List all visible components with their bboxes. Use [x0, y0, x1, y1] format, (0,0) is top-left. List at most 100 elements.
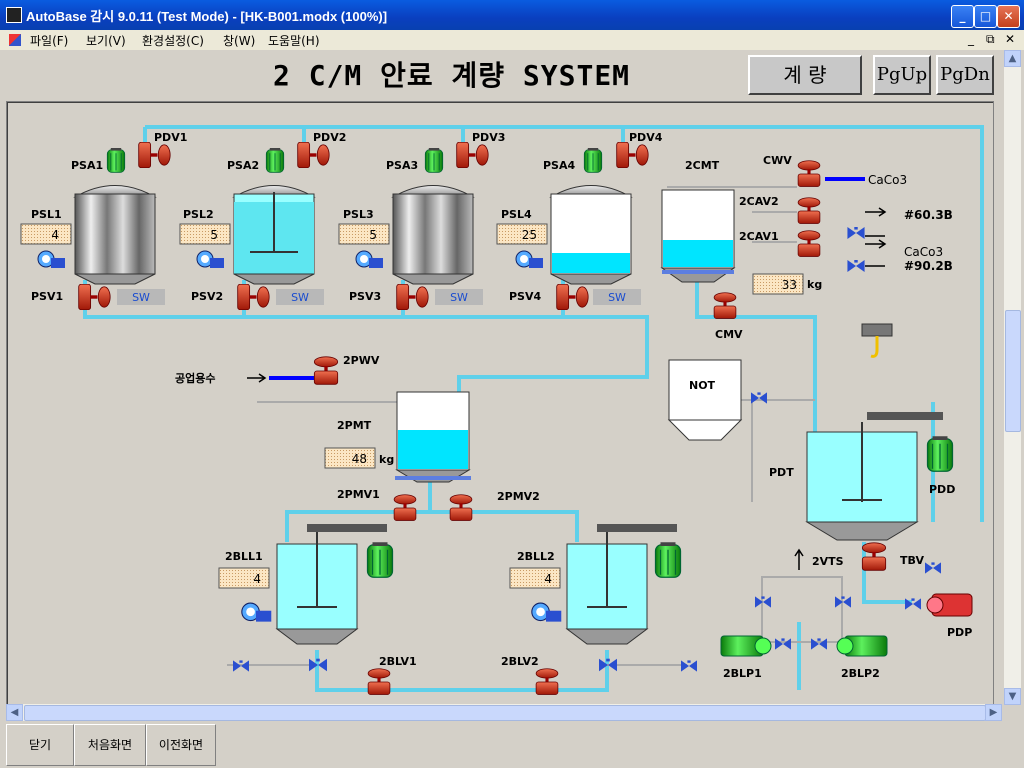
blp-mid-valve-a-icon[interactable]: [775, 638, 791, 650]
pmv1-valve-icon[interactable]: [393, 494, 417, 521]
bll1-tank[interactable]: [275, 524, 387, 645]
psa1-tank[interactable]: [73, 185, 157, 285]
hoist-hook-icon: [861, 323, 893, 358]
cav2-valve-icon[interactable]: [797, 197, 821, 224]
menu-settings[interactable]: 환경설정(C): [142, 34, 204, 48]
app-icon[interactable]: [6, 7, 22, 23]
horizontal-scroll-thumb[interactable]: [24, 705, 986, 721]
pdv4-valve-icon[interactable]: [616, 142, 649, 168]
psa3-motor-icon[interactable]: [424, 148, 444, 173]
scroll-down-icon[interactable]: ▼: [1004, 688, 1021, 705]
menu-file[interactable]: 파일(F): [30, 34, 69, 48]
pgup-button[interactable]: PgUp: [873, 55, 931, 95]
cav2-ball-valve-icon[interactable]: [847, 227, 865, 239]
measure-button[interactable]: 계 량: [748, 55, 862, 95]
scroll-right-icon[interactable]: ▶: [985, 704, 1002, 721]
pmv2-valve-icon[interactable]: [449, 494, 473, 521]
blp2-pump-icon[interactable]: [836, 635, 888, 657]
menu-window[interactable]: 창(W): [223, 34, 256, 48]
not-ball-valve-icon[interactable]: [751, 392, 767, 404]
mdi-restore-button[interactable]: ⧉: [986, 32, 995, 46]
pmt-value: 48: [352, 452, 367, 466]
psv2-valve-icon[interactable]: [237, 284, 270, 310]
tbv-ball-valve-icon[interactable]: [925, 562, 941, 574]
pwv-valve-icon[interactable]: [313, 356, 339, 385]
vertical-scroll-thumb[interactable]: [1005, 310, 1021, 432]
close-screen-button[interactable]: 닫기: [6, 724, 74, 766]
pdd-label: PDD: [929, 483, 955, 496]
psa1-label: PSA1: [71, 159, 103, 172]
mdi-close-button[interactable]: ✕: [1005, 32, 1016, 46]
pdp-label: PDP: [947, 626, 972, 639]
pmt-tank[interactable]: [395, 391, 471, 483]
pdt-tank[interactable]: [805, 412, 943, 541]
psv1-valve-icon[interactable]: [78, 284, 111, 310]
psv4-valve-icon[interactable]: [556, 284, 589, 310]
pdv4-label: PDV4: [629, 131, 663, 144]
pdp-pump-icon[interactable]: [926, 593, 973, 617]
bll1-drain-valve-icon[interactable]: [233, 660, 249, 672]
psv3-valve-icon[interactable]: [396, 284, 429, 310]
blp1-pump-icon[interactable]: [720, 635, 772, 657]
grade-902b-label: #90.2B: [904, 259, 953, 273]
not-tank[interactable]: NOT: [667, 359, 743, 441]
vertical-scrollbar[interactable]: ▲ ▼: [1004, 50, 1021, 705]
sw4-button[interactable]: SW: [593, 289, 641, 305]
bll2-label: 2BLL2: [517, 550, 555, 563]
cav1-label: 2CAV1: [739, 230, 779, 243]
pwv-label: 2PWV: [343, 354, 380, 367]
psa3-tank[interactable]: [391, 185, 475, 285]
mdi-minimize-button[interactable]: _: [968, 32, 974, 46]
cmv-valve-icon[interactable]: [713, 292, 737, 319]
psl1-value: 4: [51, 228, 59, 242]
not-label: NOT: [689, 379, 716, 392]
prev-screen-button[interactable]: 이전화면: [146, 724, 216, 766]
blv1-valve-icon[interactable]: [367, 668, 391, 695]
psa4-motor-icon[interactable]: [583, 148, 603, 173]
sw1-button[interactable]: SW: [117, 289, 165, 305]
cav1-valve-icon[interactable]: [797, 230, 821, 257]
bll2-motor-icon[interactable]: [654, 541, 682, 578]
pdv1-valve-icon[interactable]: [138, 142, 171, 168]
close-button[interactable]: ✕: [997, 5, 1020, 28]
pdv3-valve-icon[interactable]: [456, 142, 489, 168]
cav1-ball-valve-icon[interactable]: [847, 260, 865, 272]
psa2-gauge-icon: [196, 250, 224, 269]
psa3-label: PSA3: [386, 159, 418, 172]
psa2-tank[interactable]: [232, 185, 316, 285]
minimize-button[interactable]: _: [951, 5, 974, 28]
sw3-button[interactable]: SW: [435, 289, 483, 305]
vts-label: 2VTS: [812, 555, 844, 568]
pdv2-valve-icon[interactable]: [297, 142, 330, 168]
psl4-label: PSL4: [501, 208, 532, 221]
menu-view[interactable]: 보기(V): [86, 34, 126, 48]
scroll-left-icon[interactable]: ◀: [6, 704, 23, 721]
pmv1-label: 2PMV1: [337, 488, 380, 501]
psa2-motor-icon[interactable]: [265, 148, 285, 173]
pdv2-label: PDV2: [313, 131, 346, 144]
cmt-value: 33: [782, 278, 797, 292]
bll2-tank[interactable]: [565, 524, 677, 645]
psv2-label: PSV2: [191, 290, 223, 303]
horizontal-scrollbar[interactable]: ◀ ▶: [6, 704, 1002, 721]
pdp-ball-valve-icon[interactable]: [905, 598, 921, 610]
pgdn-button[interactable]: PgDn: [936, 55, 994, 95]
pdd-motor-icon[interactable]: [926, 435, 954, 472]
sw2-button[interactable]: SW: [276, 289, 324, 305]
blv2-valve-icon[interactable]: [535, 668, 559, 695]
menu-help[interactable]: 도움말(H): [268, 34, 320, 48]
window-title: AutoBase 감시 9.0.11 (Test Mode) - [HK-B00…: [26, 9, 388, 24]
bll2-drain-valve-icon[interactable]: [681, 660, 697, 672]
blp-mid-valve-b-icon[interactable]: [811, 638, 827, 650]
bll1-motor-icon[interactable]: [366, 541, 394, 578]
cwv-valve-icon[interactable]: [797, 160, 821, 187]
psa4-tank[interactable]: [549, 185, 633, 285]
doc-icon[interactable]: [9, 34, 21, 46]
cmt-tank[interactable]: [660, 189, 736, 283]
home-screen-button[interactable]: 처음화면: [74, 724, 146, 766]
psa1-motor-icon[interactable]: [106, 148, 126, 173]
svg-text:SW: SW: [608, 291, 626, 304]
svg-text:SW: SW: [450, 291, 468, 304]
scroll-up-icon[interactable]: ▲: [1004, 50, 1021, 67]
maximize-button[interactable]: □: [974, 5, 997, 28]
